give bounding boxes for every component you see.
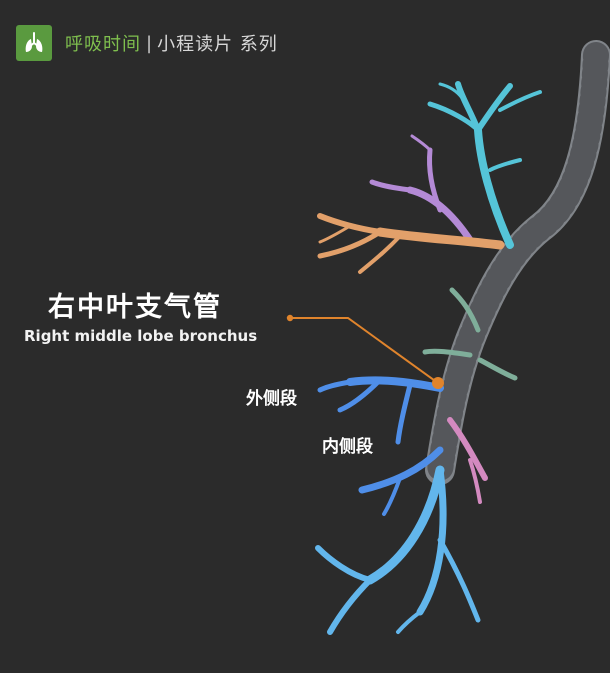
lungs-icon: [25, 32, 43, 52]
pointer-start-dot: [286, 314, 294, 322]
header-separator: |: [146, 32, 153, 54]
medial-segment-label: 内侧段: [322, 437, 373, 457]
structure-title-chinese: 右中叶支气管: [48, 292, 222, 323]
brand-name: 呼吸时间: [65, 34, 141, 55]
upper-lobe-purple-branches: [369, 134, 474, 244]
main-bronchus-rings: [427, 42, 609, 483]
upper-lobe-orange-branches: [317, 213, 505, 274]
upper-lobe-cyan-branches: [427, 81, 542, 249]
structure-title-english: Right middle lobe bronchus: [24, 327, 258, 345]
series-name: 小程读片 系列: [157, 34, 278, 55]
header: 呼吸时间 | 小程读片 系列: [16, 24, 278, 62]
pointer-target-dot: [432, 377, 444, 389]
pointer-leader-line: [286, 314, 444, 389]
lower-lobe-pink-branches: [447, 417, 488, 504]
lower-lobe-light-blue-branches: [315, 465, 481, 635]
logo: [16, 25, 52, 61]
middle-lobe-green-branches: [422, 287, 518, 381]
lateral-segment-label: 外侧段: [246, 389, 297, 409]
lower-lobe-blue-branches: [317, 376, 444, 516]
